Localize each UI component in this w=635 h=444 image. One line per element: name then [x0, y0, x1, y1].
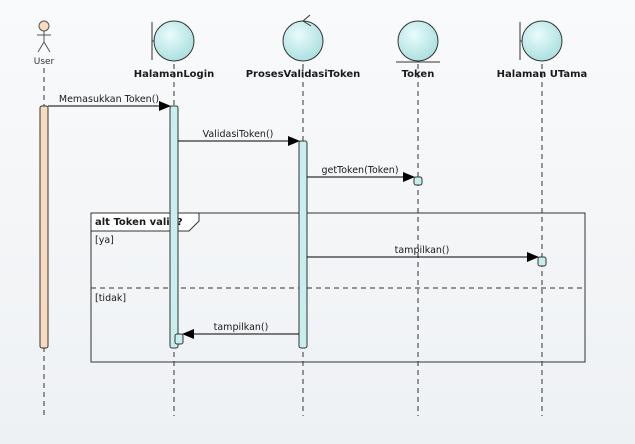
participant-label-halaman-utama: Halaman UTama — [497, 69, 588, 80]
message-get-token[interactable]: getToken(Token) — [307, 165, 415, 182]
stick-figure-icon — [37, 20, 51, 53]
activations — [39, 105, 547, 349]
activation-proses-validasi — [298, 140, 308, 349]
participant-halaman-utama[interactable]: Halaman UTama — [497, 20, 588, 80]
message-tampilkan-login[interactable]: tampilkan() — [182, 322, 299, 339]
activation-token — [413, 176, 423, 186]
message-label: Memasukkan Token() — [59, 94, 159, 105]
message-validasi-token[interactable]: ValidasiToken() — [178, 129, 300, 146]
message-memasukkan-token[interactable]: Memasukkan Token() — [48, 94, 171, 111]
activation-user — [39, 105, 49, 349]
participant-label-halaman-login: HalamanLogin — [134, 69, 215, 80]
participant-proses-validasi[interactable]: ProsesValidasiToken — [246, 14, 361, 80]
alt-fragment-title: alt Token valid? — [95, 217, 183, 228]
boundary-icon — [519, 20, 563, 62]
participant-label-proses-validasi: ProsesValidasiToken — [246, 69, 361, 80]
message-tampilkan-utama[interactable]: tampilkan() — [307, 245, 539, 262]
actor-user[interactable]: User — [34, 20, 55, 67]
activation-halaman-login — [169, 105, 179, 349]
message-label: tampilkan() — [395, 245, 450, 256]
boundary-icon — [151, 20, 195, 62]
control-icon — [282, 14, 324, 62]
participant-label-user: User — [34, 57, 55, 67]
participant-halaman-login[interactable]: HalamanLogin — [134, 20, 215, 80]
message-label: ValidasiToken() — [203, 129, 274, 140]
participant-label-token: Token — [402, 69, 435, 80]
lifelines — [43, 64, 543, 416]
message-label: tampilkan() — [214, 322, 269, 333]
participant-token[interactable]: Token — [396, 20, 440, 80]
message-label: getToken(Token) — [321, 165, 398, 176]
guard-ya: [ya] — [95, 235, 114, 246]
activation-halaman-login-nested — [174, 333, 184, 345]
activation-halaman-utama — [537, 256, 547, 267]
alt-fragment[interactable]: alt Token valid? [ya] [tidak] — [90, 212, 586, 363]
entity-icon — [396, 20, 440, 63]
guard-tidak: [tidak] — [95, 293, 126, 304]
